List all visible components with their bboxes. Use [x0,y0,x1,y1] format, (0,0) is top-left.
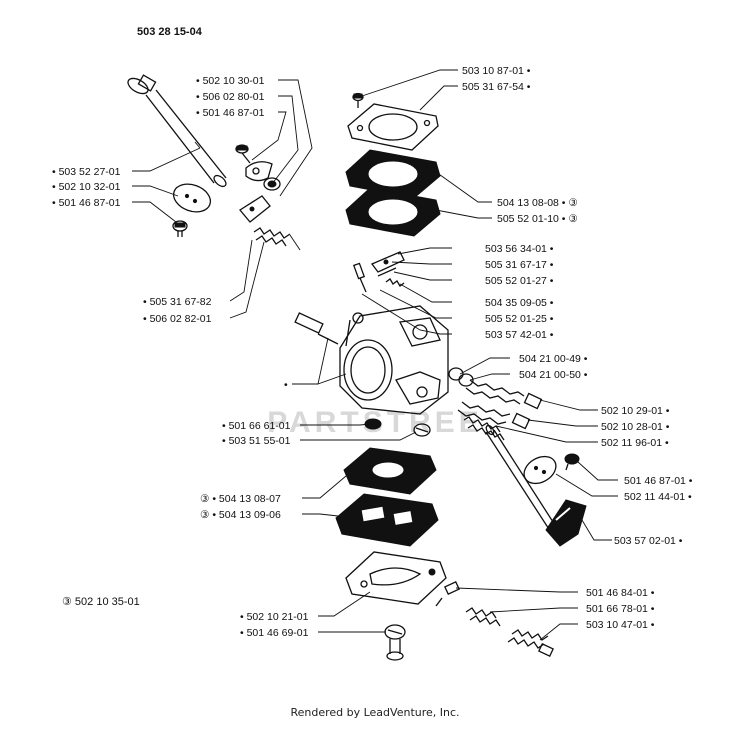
callout-503-10-47-01: 503 10 47-01 • [586,619,655,631]
callout-503-10-87-01: 503 10 87-01 • [462,65,531,77]
callout-501-46-87-01-b: • 501 46 87-01 [52,197,121,209]
callout-501-66-78-01: 501 66 78-01 • [586,603,655,615]
fuel-nipple-part [294,312,339,345]
high-speed-needle-part [465,379,543,410]
bottom-small-screw-part [435,580,460,607]
valve-screw-part [172,220,188,237]
welch-plug-part [364,418,382,430]
lever-spring-part [385,278,405,287]
callout-502-10-28-01: 502 10 28-01 • [601,421,670,433]
metering-gasket-part [335,493,439,547]
metering-cover-part [345,551,447,605]
callout-501-46-69-01: • 501 46 69-01 [240,627,309,639]
throttle-valve-part [172,183,212,213]
limiter-cap-high-part [448,367,474,387]
pump-stack-leaders [361,69,492,219]
left-upper-leaders [132,79,313,319]
callout-501-46-87-01-c: 501 46 87-01 • [624,475,693,487]
callout-505-31-67-17: 505 31 67-17 • [485,259,554,271]
callout-505-31-67-54: 505 31 67-54 • [462,81,531,93]
choke-screw-part [564,453,580,471]
callout-502-11-96-01: 502 11 96-01 • [601,437,669,449]
carburetor-body-part [339,305,449,415]
throttle-shaft-group [127,74,301,251]
callout-504-21-00-49: 504 21 00-49 • [519,353,588,365]
inlet-needle-part [352,262,367,293]
callout-503-52-27-01: • 503 52 27-01 [52,166,121,178]
callout-504-13-08-07: ③ • 504 13 08-07 [200,493,281,505]
pump-cover-stack [345,92,441,237]
idle-spring-part [465,607,501,627]
metering-leaders [361,247,452,335]
idle-screw-part [507,629,554,658]
callout-504-13-08-08: 504 13 08-08 • ③ [497,197,578,209]
body-leader [317,373,347,385]
callout-505-52-01-25: 505 52 01-25 • [485,313,554,325]
metering-parts [352,251,405,293]
callout-502-11-44-01: 502 11 44-01 • [624,491,692,503]
pump-gasket-part [345,187,441,237]
choke-shaft-part [485,424,563,541]
callout-502-10-21-01: • 502 10 21-01 [240,611,309,623]
callout-503-51-55-01: • 503 51 55-01 [222,435,291,447]
gasket-leader [302,513,339,517]
lever-pin-part [377,267,397,277]
callout-body-bullet: • [284,379,288,391]
callout-501-46-87-01-a: • 501 46 87-01 [196,107,265,119]
spring-lever-part [239,195,271,223]
assembly-number: 503 28 15-04 [137,26,203,38]
callout-504-35-09-05: 504 35 09-05 • [485,297,554,309]
return-spring-part [253,227,301,251]
pump-diaphragm-part [345,149,441,199]
callout-503-57-42-01: 503 57 42-01 • [485,329,554,341]
throttle-lever-part [245,161,273,182]
repair-kit-note: ③ 502 10 35-01 [62,596,140,608]
callout-502-10-29-01: 502 10 29-01 • [601,405,670,417]
callout-502-10-30-01: • 502 10 30-01 [196,75,265,87]
bottom-leaders [318,587,578,641]
right-middle-leaders [459,357,618,541]
footer-credit: Rendered by LeadVenture, Inc. [290,706,460,719]
low-speed-needle-part [457,401,531,430]
callout-505-52-01-27: 505 52 01-27 • [485,275,554,287]
body-screw-part [413,423,431,437]
callout-503-56-34-01: 503 56 34-01 • [485,243,554,255]
choke-lever-part [545,499,587,547]
throttle-shaft-part [127,74,227,188]
adjusting-screws-group [448,367,587,547]
callout-501-46-84-01: 501 46 84-01 • [586,587,655,599]
cover-bottom-screw-part [384,624,406,661]
metering-lever-part [370,251,405,273]
needle-spring-part [463,416,505,441]
callout-501-66-61-01: • 501 66 61-01 [222,420,291,432]
diaphragm-leader [302,475,347,499]
choke-valve-part [523,455,557,485]
metering-diaphragm-part [343,447,437,495]
plug-leader [300,423,371,426]
cover-screw-part [352,92,364,108]
callout-504-21-00-50: 504 21 00-50 • [519,369,588,381]
lever-screw-part [235,144,251,164]
callout-503-57-02-01: 503 57 02-01 • [614,535,683,547]
callout-506-02-80-01: • 506 02 80-01 [196,91,265,103]
callout-505-52-01-10: 505 52 01-10 • ③ [497,213,578,225]
screw-leader [300,431,417,441]
pump-cover-part [347,103,439,151]
callout-502-10-32-01: • 502 10 32-01 [52,181,121,193]
callout-506-02-82-01: • 506 02 82-01 [143,313,212,325]
callout-504-13-09-06: ③ • 504 13 09-06 [200,509,281,521]
callout-505-31-67-82: • 505 31 67-82 [143,296,212,308]
nipple-leader [292,337,329,385]
